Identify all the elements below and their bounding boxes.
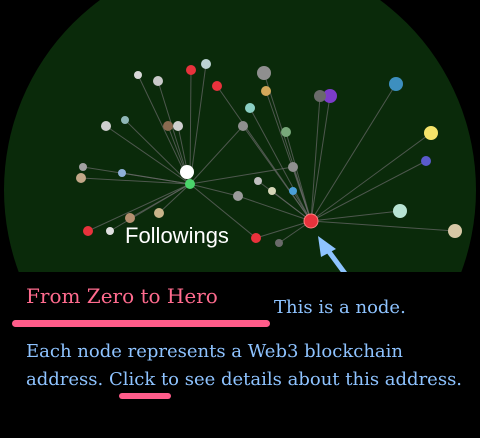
graph-edge <box>189 63 207 185</box>
graph-edge <box>249 107 312 222</box>
graph-edge <box>124 119 191 185</box>
graph-label-followings: Followings <box>125 223 229 248</box>
graph-node[interactable] <box>79 163 87 171</box>
tutorial-headline: From Zero to Hero <box>26 284 218 308</box>
graph-edge <box>310 220 456 232</box>
tutorial-description: Each node represents a Web3 blockchain a… <box>26 341 463 390</box>
graph-node[interactable] <box>154 208 164 218</box>
graph-node[interactable] <box>134 71 142 79</box>
graph-visualization[interactable]: Followings <box>0 0 480 272</box>
graph-node[interactable] <box>448 224 462 238</box>
graph-node[interactable] <box>121 116 129 124</box>
graph-node[interactable] <box>212 81 222 91</box>
graph-node[interactable] <box>125 213 135 223</box>
pointer-arrow-icon <box>318 236 348 272</box>
graph-edge <box>242 125 312 222</box>
graph-node[interactable] <box>323 89 337 103</box>
graph-edge <box>87 183 191 232</box>
node-callout-text: This is a node. <box>274 297 406 318</box>
graph-node[interactable] <box>106 227 114 235</box>
graph-node[interactable] <box>421 156 431 166</box>
graph-node[interactable] <box>288 162 298 172</box>
graph-edge <box>310 83 397 222</box>
graph-edge <box>237 195 312 222</box>
graph-node[interactable] <box>201 59 211 69</box>
graph-node[interactable] <box>389 77 403 91</box>
graph-canvas[interactable] <box>0 0 480 272</box>
graph-node[interactable] <box>289 187 297 195</box>
graph-node[interactable] <box>281 127 291 137</box>
graph-edge <box>80 177 191 185</box>
graph-node[interactable] <box>314 90 326 102</box>
graph-edge <box>257 180 312 222</box>
graph-node[interactable] <box>83 226 93 236</box>
graph-edge <box>310 132 432 222</box>
graph-edge <box>189 183 257 239</box>
graph-node[interactable] <box>118 169 126 177</box>
graph-node-selected[interactable] <box>303 213 319 229</box>
headline-underline <box>12 320 270 327</box>
graph-node[interactable] <box>186 65 196 75</box>
graph-node[interactable] <box>76 173 86 183</box>
graph-node[interactable] <box>173 121 183 131</box>
graph-node[interactable] <box>251 233 261 243</box>
graph-edge <box>310 160 427 222</box>
graph-edge <box>105 125 191 185</box>
graph-node[interactable] <box>185 179 195 189</box>
graph-edge <box>189 69 192 185</box>
graph-edge <box>137 74 191 185</box>
graph-edge <box>292 166 312 222</box>
graph-node[interactable] <box>254 177 262 185</box>
graph-node[interactable] <box>393 204 407 218</box>
graph-node[interactable] <box>238 121 248 131</box>
graph-node[interactable] <box>261 86 271 96</box>
graph-edge <box>121 172 191 185</box>
graph-edge <box>285 131 312 222</box>
graph-edge <box>255 220 312 239</box>
graph-background <box>4 0 476 272</box>
graph-node[interactable] <box>180 165 194 179</box>
graph-edge <box>158 183 191 214</box>
graph-node[interactable] <box>233 191 243 201</box>
graph-edge <box>189 125 244 185</box>
graph-edge <box>109 183 191 232</box>
graph-node[interactable] <box>268 187 276 195</box>
graph-node[interactable] <box>424 126 438 140</box>
graph-edge <box>310 95 321 222</box>
graph-edge <box>310 95 331 222</box>
click-underline <box>119 393 171 399</box>
graph-node[interactable] <box>275 239 283 247</box>
graph-edge <box>310 210 401 222</box>
graph-node[interactable] <box>257 66 271 80</box>
graph-node[interactable] <box>101 121 111 131</box>
graph-edge <box>189 183 239 197</box>
graph-node[interactable] <box>245 103 255 113</box>
graph-node[interactable] <box>163 121 173 131</box>
graph-node[interactable] <box>153 76 163 86</box>
graph-edge <box>189 166 294 185</box>
